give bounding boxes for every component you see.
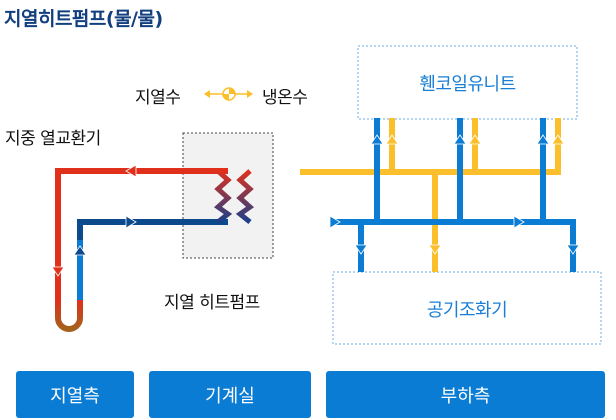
geothermal-side-button[interactable]: 지열측 (16, 371, 134, 418)
ahu-label: 공기조화기 (426, 300, 508, 321)
machine-room-button[interactable]: 기계실 (149, 371, 311, 418)
fan-coil-label: 휀코일유니트 (419, 74, 516, 95)
flow-arrows (51, 134, 580, 277)
fan-coil-box (357, 45, 578, 120)
load-side-button[interactable]: 부하측 (326, 371, 605, 418)
page-title: 지열히트펌프(물/물) (4, 8, 163, 30)
ahu-box (332, 271, 602, 345)
heat-pump-label: 지열 히트펌프 (164, 293, 260, 313)
ground-exchanger-label: 지중 열교환기 (5, 129, 101, 149)
load-pipes (250, 118, 576, 272)
legend-geothermal-water: 지열수 (135, 88, 181, 108)
flow-direction-icon (204, 87, 253, 101)
legend-chilled-hot-water: 냉온수 (262, 88, 308, 108)
